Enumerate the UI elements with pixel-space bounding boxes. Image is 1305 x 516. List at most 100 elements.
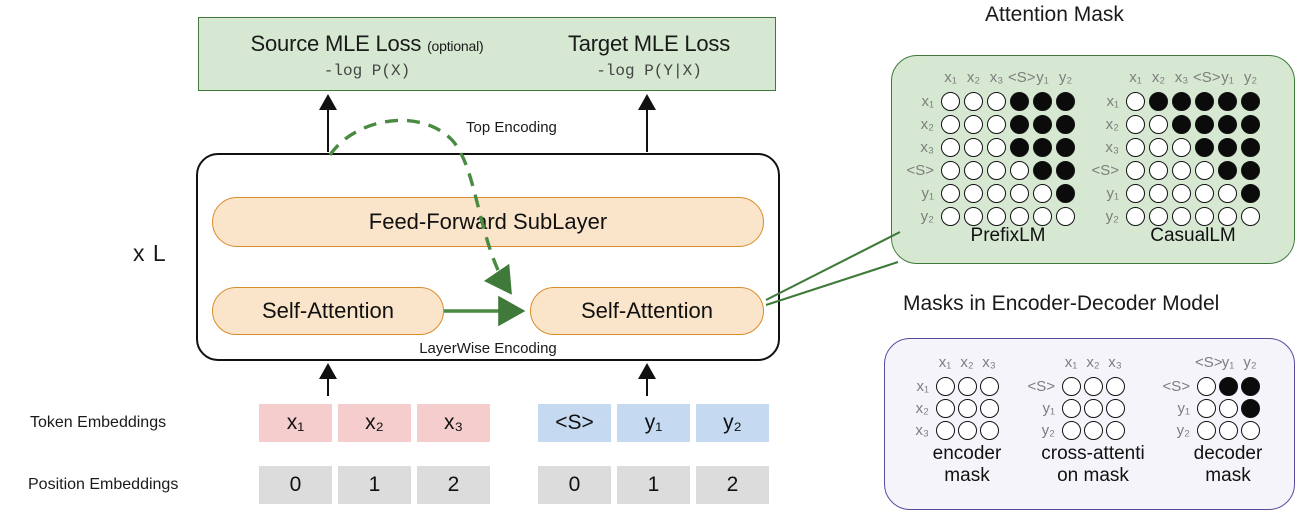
casuallm-mask-cell-slot-5-5 <box>1239 207 1262 226</box>
decoder-mask-cell-slot-0-0 <box>1195 376 1217 396</box>
layerwise-encoding-label: LayerWise Encoding <box>419 340 557 357</box>
decoder-mask-cell-slot-0-1 <box>1217 376 1239 396</box>
casuallm-mask-cell-slot-2-4 <box>1216 138 1239 157</box>
casuallm-mask-cell-slot-3-5 <box>1239 161 1262 180</box>
token-cell-source-0: x₁ <box>259 404 332 442</box>
casuallm-mask-cell-slot-2-0 <box>1124 138 1147 157</box>
prefixlm-mask-row-label-1: x₂ <box>920 116 934 133</box>
cross-attention-mask-caption-line: cross-attenti <box>1041 443 1145 464</box>
prefixlm-mask-cell-4-0 <box>941 184 960 203</box>
prefixlm-mask-cell-1-2 <box>987 115 1006 134</box>
prefixlm-mask-cell-3-5 <box>1056 161 1075 180</box>
prefixlm-mask-row-1: x₂ <box>905 113 1077 136</box>
encoder-mask-col-header-0: x₁ <box>938 354 952 371</box>
cross-attention-mask-col-header-1: x₂ <box>1086 354 1100 371</box>
encoder-mask-row-1: x₂ <box>900 397 1000 419</box>
casuallm-mask-cell-slot-3-2 <box>1170 161 1193 180</box>
prefixlm-mask-cell-3-0 <box>941 161 960 180</box>
position-embeddings-label: Position Embeddings <box>28 476 179 493</box>
prefixlm-mask-cell-1-1 <box>964 115 983 134</box>
casuallm-mask-cell-slot-1-0 <box>1124 115 1147 134</box>
prefixlm-mask-cell-slot-2-1 <box>962 138 985 157</box>
casuallm-mask-cell-slot-0-3 <box>1193 92 1216 111</box>
prefixlm-mask-row-label-0: x₁ <box>921 93 934 110</box>
prefixlm-mask-cell-5-3 <box>1010 207 1029 226</box>
casuallm-mask-cell-slot-5-0 <box>1124 207 1147 226</box>
cross-attention-mask-cell-slot-2-0 <box>1060 420 1082 440</box>
attention-mask-panel <box>891 55 1295 264</box>
prefixlm-mask-cell-1-4 <box>1033 115 1052 134</box>
decoder-mask-row-0: <S> <box>1155 375 1261 397</box>
encoder-mask-col-header-1: x₂ <box>960 354 974 371</box>
encoder-mask-row-0: x₁ <box>900 375 1000 397</box>
encoder-mask-row-label-0: x₁ <box>916 377 929 395</box>
prefixlm-mask-row-3: <S> <box>905 159 1077 182</box>
prefixlm-mask-cell-slot-3-1 <box>962 161 985 180</box>
casuallm-mask-cell-slot-5-2 <box>1170 207 1193 226</box>
position-cell-target-1: 1 <box>617 466 690 504</box>
encoder-mask-row-label-1: x₂ <box>915 399 929 417</box>
casuallm-mask-cell-slot-1-5 <box>1239 115 1262 134</box>
casuallm-mask-cell-2-2 <box>1172 138 1191 157</box>
position-cell-target-2: 2 <box>696 466 769 504</box>
decoder-mask-cell-slot-2-1 <box>1217 420 1239 440</box>
prefixlm-mask-cell-5-1 <box>964 207 983 226</box>
decoder-mask-caption-line: mask <box>1205 465 1251 486</box>
top-encoding-label: Top Encoding <box>466 119 557 136</box>
encoder-mask-cell-slot-2-0 <box>934 420 956 440</box>
decoder-mask-cell-slot-1-1 <box>1217 398 1239 418</box>
decoder-mask-cell-0-0 <box>1196 376 1216 396</box>
prefixlm-mask-cell-1-0 <box>941 115 960 134</box>
encoder-mask-cell-2-0 <box>935 420 955 440</box>
casuallm-mask-cell-slot-1-4 <box>1216 115 1239 134</box>
position-cell-source-1: 1 <box>338 466 411 504</box>
casuallm-mask-cell-5-4 <box>1218 207 1237 226</box>
casuallm-mask-cell-4-0 <box>1126 184 1145 203</box>
cross-attention-mask-cell-slot-1-1 <box>1082 398 1104 418</box>
prefixlm-mask-col-header-3: <S> <box>1008 69 1036 86</box>
prefixlm-mask-cell-2-4 <box>1033 138 1052 157</box>
casuallm-mask-col-header-0: x₁ <box>1129 69 1142 86</box>
encoder-mask-cell-0-0 <box>935 376 955 396</box>
casuallm-mask-cell-3-5 <box>1241 161 1260 180</box>
casuallm-mask-cell-1-0 <box>1126 115 1145 134</box>
prefixlm-mask-cell-slot-1-5 <box>1054 115 1077 134</box>
casuallm-mask-row-label-2: x₃ <box>1105 139 1119 156</box>
token-cell-target-2: y₂ <box>696 404 769 442</box>
encoder-mask-caption-line: encoder <box>932 443 1002 464</box>
cross-attention-mask-cell-slot-0-1 <box>1082 376 1104 396</box>
decoder-mask-cell-slot-2-2 <box>1239 420 1261 440</box>
prefixlm-mask-cell-slot-3-0 <box>939 161 962 180</box>
source-loss-title-text: Source MLE Loss <box>250 30 428 56</box>
encoder-decoder-panel-title: Masks in Encoder-Decoder Model <box>903 292 1220 315</box>
encoder-mask-cell-slot-0-1 <box>956 376 978 396</box>
prefixlm-mask-cell-slot-5-3 <box>1008 207 1031 226</box>
casuallm-mask-cell-3-1 <box>1149 161 1168 180</box>
prefixlm-mask-cell-5-0 <box>941 207 960 226</box>
casuallm-mask-cell-0-1 <box>1149 92 1168 111</box>
casuallm-mask-cell-slot-0-4 <box>1216 92 1239 111</box>
casuallm-mask-cell-4-3 <box>1195 184 1214 203</box>
decoder-mask-cell-0-1 <box>1218 376 1238 396</box>
token-cell-target-0: <S> <box>538 404 611 442</box>
casuallm-mask-row-5: y₂ <box>1090 205 1262 228</box>
target-loss-title: Target MLE Loss <box>567 30 731 56</box>
position-cell-source-2: 2 <box>417 466 490 504</box>
feed-forward-sublayer-box: Feed-Forward SubLayer <box>212 197 764 247</box>
prefixlm-mask-cell-slot-0-5 <box>1054 92 1077 111</box>
prefixlm-mask-cell-2-3 <box>1010 138 1029 157</box>
cross-attention-mask-row-2: y₂ <box>1020 419 1126 441</box>
casuallm-mask-row-label-4: y₁ <box>1106 185 1119 202</box>
cross-attention-mask-row-1: y₁ <box>1020 397 1126 419</box>
encoder-mask-cell-slot-2-2 <box>978 420 1000 440</box>
casuallm-mask-cell-2-4 <box>1218 138 1237 157</box>
prefixlm-mask-cell-slot-4-4 <box>1031 184 1054 203</box>
casuallm-mask-cell-4-5 <box>1241 184 1260 203</box>
prefixlm-mask-cell-slot-0-1 <box>962 92 985 111</box>
cross-attention-mask-col-header-2: x₃ <box>1108 354 1122 371</box>
